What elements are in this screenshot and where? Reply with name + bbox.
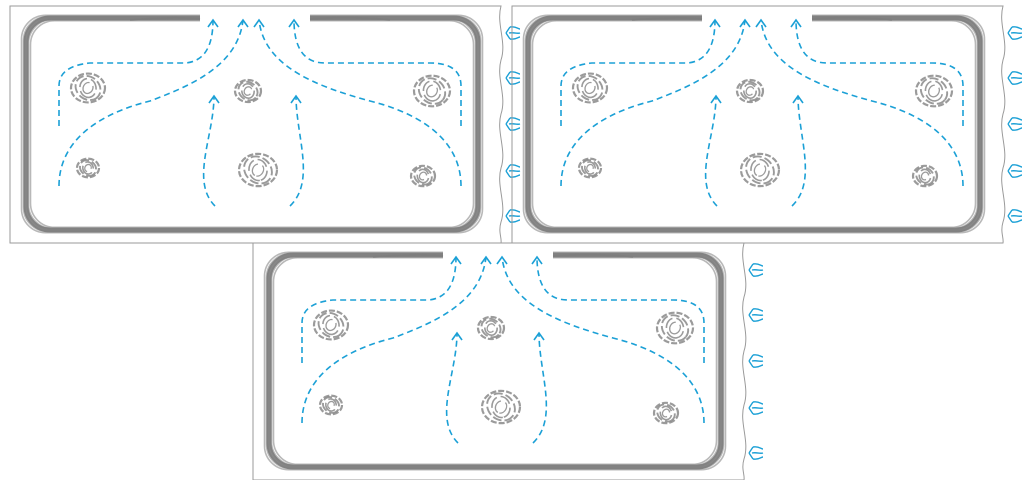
dashed-flow-arrow-icon xyxy=(792,96,805,206)
air-nozzle-icon xyxy=(749,447,763,459)
vortex-icon xyxy=(741,151,780,189)
enclosure-wall xyxy=(22,15,483,232)
dashed-flow-arrow-icon xyxy=(59,20,218,126)
flow-diagram-svg xyxy=(512,6,1012,243)
diagram-panel xyxy=(253,243,753,480)
diagram-panel xyxy=(10,6,510,243)
air-nozzle-icon xyxy=(1008,118,1022,130)
air-nozzle-icon xyxy=(1008,165,1022,177)
vortex-icon xyxy=(657,310,694,346)
vortex-icon xyxy=(913,164,937,188)
dashed-flow-arrow-icon xyxy=(791,20,963,126)
vortex-icon xyxy=(411,164,435,188)
vortex-icon xyxy=(737,78,764,104)
panel-frame xyxy=(10,6,503,243)
vortex-icon xyxy=(314,308,349,342)
panel-frame xyxy=(512,6,1005,243)
vortex-icon xyxy=(916,73,953,109)
dashed-flow-arrow-icon xyxy=(706,96,721,206)
vortex-icon xyxy=(77,157,99,179)
dashed-flow-arrow-icon xyxy=(204,96,219,206)
vortex-icon xyxy=(414,73,451,109)
air-nozzle-icon xyxy=(749,402,763,414)
dashed-flow-arrow-icon xyxy=(289,20,461,126)
vortex-icon xyxy=(235,78,262,104)
air-nozzle-icon xyxy=(749,309,763,321)
vortex-icon xyxy=(239,151,278,189)
enclosure-wall xyxy=(524,15,985,232)
air-nozzle-icon xyxy=(749,355,763,367)
flow-diagram-svg xyxy=(10,6,510,243)
diagram-panel xyxy=(512,6,1012,243)
dashed-flow-arrow-icon xyxy=(290,96,303,206)
air-nozzle-icon xyxy=(1008,72,1022,84)
dashed-flow-arrow-icon xyxy=(447,333,462,443)
vortex-icon xyxy=(71,71,106,105)
vortex-icon xyxy=(320,394,342,416)
air-nozzle-icon xyxy=(749,264,763,276)
vortex-icon xyxy=(482,388,521,426)
air-nozzle-icon xyxy=(1008,27,1022,39)
enclosure-wall xyxy=(265,252,726,469)
vortex-icon xyxy=(478,315,505,341)
vortex-icon xyxy=(573,71,608,105)
panel-frame xyxy=(253,243,746,480)
dashed-flow-arrow-icon xyxy=(302,257,461,363)
dashed-flow-arrow-icon xyxy=(532,257,704,363)
dashed-flow-arrow-icon xyxy=(533,333,546,443)
air-nozzle-icon xyxy=(1008,210,1022,222)
dashed-flow-arrow-icon xyxy=(561,20,720,126)
vortex-icon xyxy=(579,157,601,179)
flow-diagram-svg xyxy=(253,243,753,480)
vortex-icon xyxy=(654,401,678,425)
